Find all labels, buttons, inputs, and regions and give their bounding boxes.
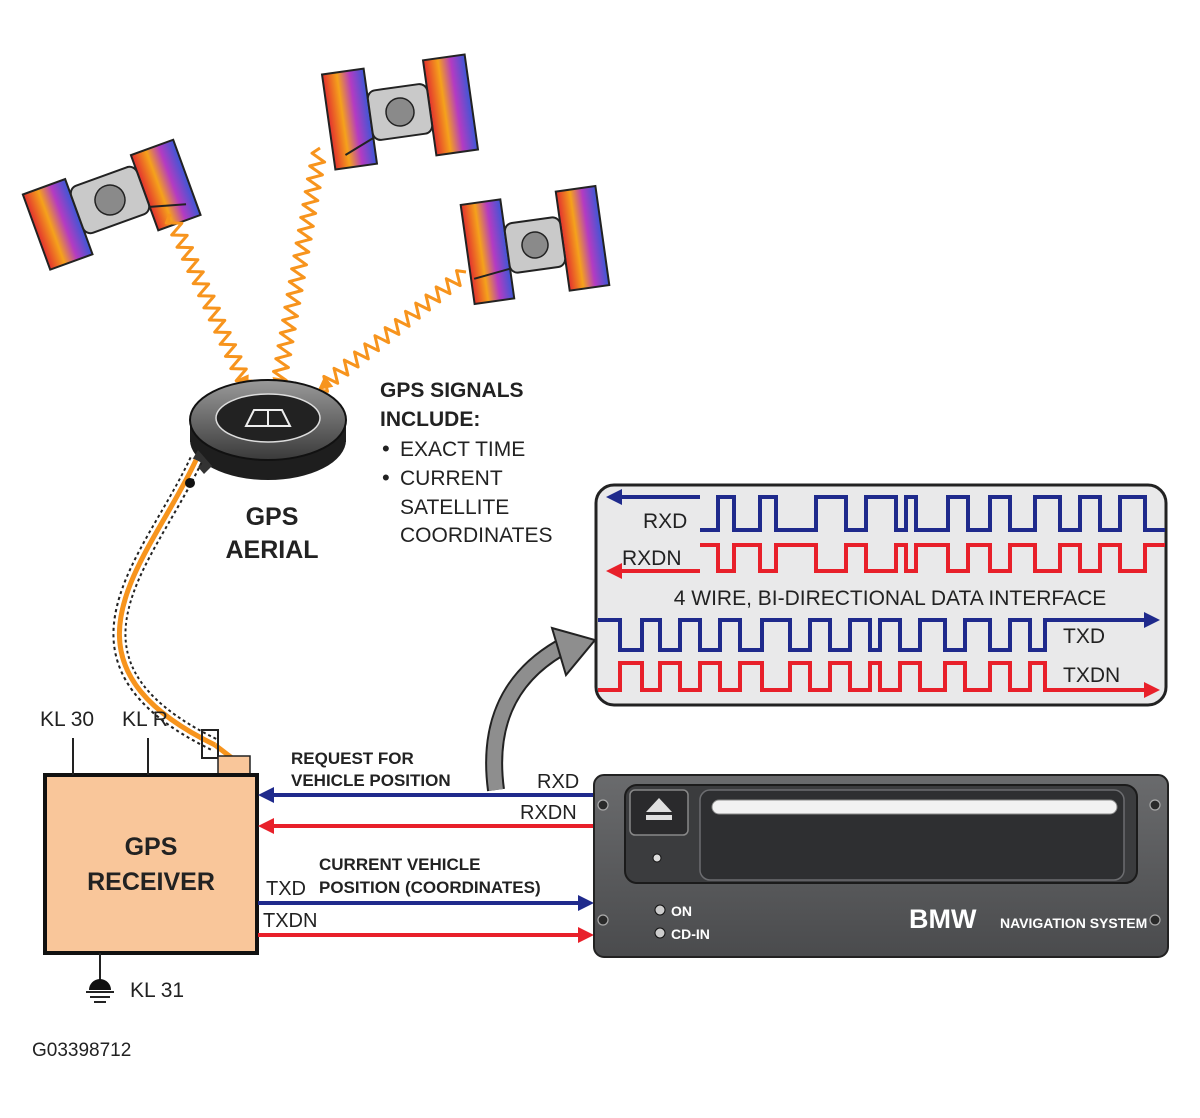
zoom-arrow bbox=[485, 626, 597, 792]
cdin-indicator bbox=[654, 927, 666, 939]
signal-rxdn: RXDN bbox=[520, 802, 577, 824]
receiver-label-line1: GPS bbox=[125, 833, 178, 861]
current-label-line2: POSITION (COORDINATES) bbox=[319, 878, 541, 897]
gps-signals-item-current: CURRENT bbox=[400, 467, 503, 490]
request-label-line2: VEHICLE POSITION bbox=[291, 771, 451, 790]
gps-signals-heading: GPS SIGNALS bbox=[380, 379, 524, 402]
on-label: ON bbox=[671, 903, 692, 919]
satellite-icon bbox=[21, 138, 202, 271]
current-label-line1: CURRENT VEHICLE bbox=[319, 855, 481, 874]
gps-signals-item-satellite: SATELLITE bbox=[400, 496, 509, 519]
signal-txdn: TXDN bbox=[263, 910, 317, 932]
receiver-label-line2: RECEIVER bbox=[87, 868, 215, 896]
wave-arrowhead bbox=[606, 489, 622, 505]
eject-button[interactable] bbox=[629, 789, 689, 836]
gps-signals-item-exact-time: EXACT TIME bbox=[400, 438, 525, 461]
interface-rxdn: RXDN bbox=[622, 547, 682, 570]
brand-label: BMW bbox=[909, 904, 977, 934]
square-wave bbox=[700, 543, 1165, 573]
screw bbox=[1149, 799, 1161, 811]
terminal-kl30: KL 30 bbox=[40, 708, 94, 731]
interface-txd: TXD bbox=[1063, 625, 1105, 648]
wave-arrowhead bbox=[1144, 682, 1160, 698]
signal-wave bbox=[269, 146, 327, 393]
square-wave bbox=[598, 661, 1062, 692]
signal-txd: TXD bbox=[266, 878, 306, 900]
signal-wave bbox=[164, 213, 254, 391]
aerial-label-line1: GPS bbox=[246, 503, 299, 531]
satellite-top bbox=[320, 53, 480, 171]
signal-rxd: RXD bbox=[537, 771, 579, 793]
bullet: • bbox=[382, 465, 390, 490]
gps-receiver: GPS RECEIVER bbox=[43, 773, 259, 955]
ground-icon bbox=[86, 953, 114, 1003]
on-indicator bbox=[654, 904, 666, 916]
square-wave bbox=[700, 495, 1165, 532]
system-name-label: NAVIGATION SYSTEM bbox=[1000, 915, 1147, 931]
interface-caption: 4 WIRE, BI-DIRECTIONAL DATA INTERFACE bbox=[674, 587, 1107, 610]
figure-id: G03398712 bbox=[32, 1040, 131, 1061]
bullet: • bbox=[382, 436, 390, 461]
gps-signals-item-coordinates: COORDINATES bbox=[400, 524, 552, 547]
screw bbox=[597, 914, 609, 926]
aerial-label-line2: AERIAL bbox=[225, 536, 318, 564]
satellite-icon bbox=[320, 53, 480, 171]
screw bbox=[597, 799, 609, 811]
satellite-icon bbox=[459, 184, 611, 306]
connector-bracket bbox=[201, 729, 219, 759]
satellite-signals bbox=[164, 146, 467, 393]
square-wave bbox=[598, 618, 1062, 652]
satellite-left bbox=[21, 138, 202, 271]
wave-arrowhead bbox=[606, 563, 622, 579]
satellite-right bbox=[459, 184, 611, 306]
signal-wave-arrowhead bbox=[318, 375, 334, 390]
status-led bbox=[652, 853, 662, 863]
gps-aerial-icon bbox=[189, 379, 347, 480]
gps-signals-note: GPS SIGNALS INCLUDE: • EXACT TIME • CURR… bbox=[380, 379, 552, 547]
navigation-unit: ON CD-IN BMW NAVIGATION SYSTEM bbox=[593, 774, 1169, 958]
gps-signals-include: INCLUDE: bbox=[380, 408, 480, 431]
terminal-kl31: KL 31 bbox=[130, 979, 184, 1002]
eject-icon bbox=[646, 798, 672, 820]
waveforms bbox=[598, 489, 1165, 698]
request-label-line1: REQUEST FOR bbox=[291, 749, 414, 768]
data-interface-panel: 4 WIRE, BI-DIRECTIONAL DATA INTERFACE RX… bbox=[594, 483, 1168, 707]
interface-rxd: RXD bbox=[643, 510, 687, 533]
signal-wave bbox=[317, 269, 467, 393]
screw bbox=[1149, 914, 1161, 926]
signal-lines bbox=[258, 787, 598, 943]
interface-txdn: TXDN bbox=[1063, 664, 1120, 687]
cdin-label: CD-IN bbox=[671, 926, 710, 942]
terminal-klr: KL R bbox=[122, 708, 168, 731]
wave-arrowhead bbox=[1144, 612, 1160, 628]
